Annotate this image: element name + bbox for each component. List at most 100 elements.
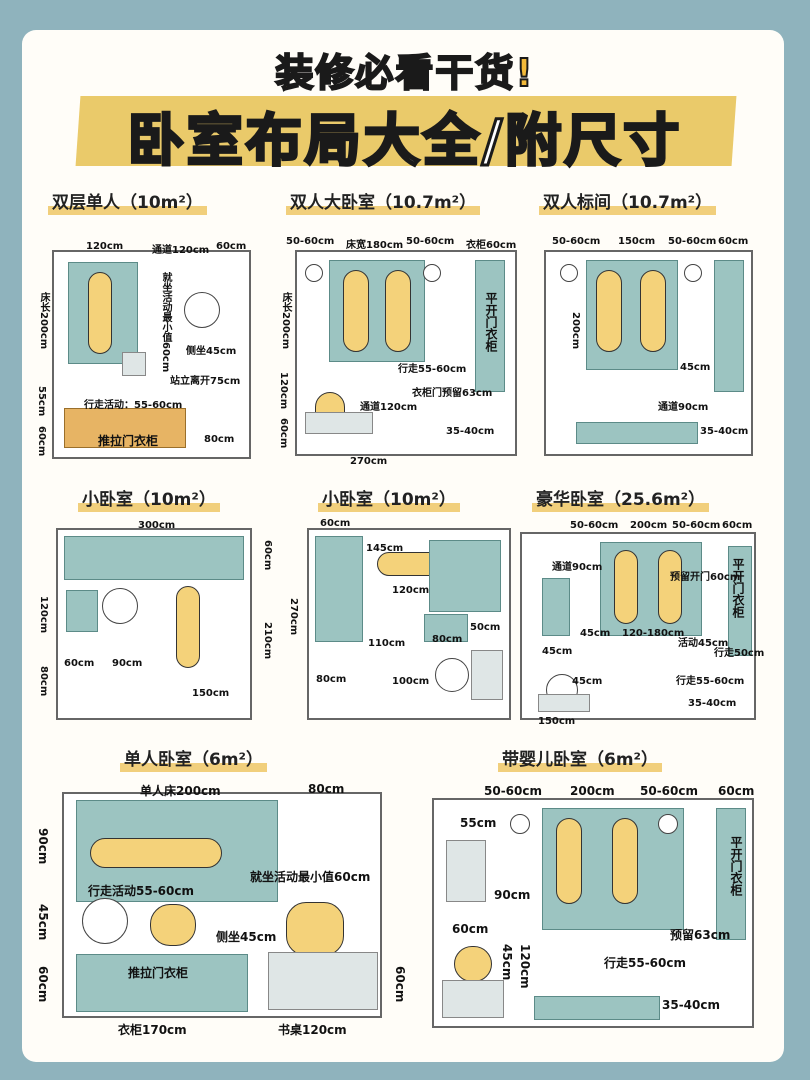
dim: 50-60cm xyxy=(286,236,335,247)
dim: 通道90cm xyxy=(658,402,709,413)
dim: 书桌120cm xyxy=(278,1023,347,1037)
dim: 活动45cm xyxy=(678,638,729,649)
person-icon xyxy=(614,550,638,624)
dim: 床长200cm xyxy=(280,292,291,350)
person-icon xyxy=(90,838,222,868)
dim: 床长200cm xyxy=(38,292,49,350)
wardrobe xyxy=(728,546,752,656)
wardrobe xyxy=(76,954,248,1012)
panel8-title: 带婴儿卧室（6m²） xyxy=(498,745,662,772)
dim: 270cm xyxy=(288,598,299,636)
dim: 60cm xyxy=(452,922,489,936)
panel1-title: 双层单人（10m²） xyxy=(48,188,207,215)
dim: 50-60cm xyxy=(406,236,455,247)
desk xyxy=(268,952,378,1010)
dim: 45cm xyxy=(580,628,611,639)
person-icon xyxy=(612,818,638,904)
person-icon xyxy=(343,270,369,352)
dim: 就坐活动最小值60cm xyxy=(250,870,371,884)
wardrobe-label: 推拉门衣柜 xyxy=(98,434,159,448)
dim: 50-60cm xyxy=(672,520,721,531)
dim: 行走活动：55-60cm xyxy=(84,400,183,411)
lamp-icon xyxy=(510,814,530,834)
wardrobe xyxy=(716,808,746,940)
person-icon xyxy=(385,270,411,352)
dim: 55cm xyxy=(460,816,497,830)
bed xyxy=(429,540,501,612)
dim: 300cm xyxy=(138,520,176,531)
wardrobe-label: 平开门衣柜 xyxy=(729,836,743,896)
dim: 60cm xyxy=(36,426,47,457)
dim: 通道120cm xyxy=(152,245,210,256)
dim: 80cm xyxy=(308,782,345,796)
dim: 35-40cm xyxy=(688,698,737,709)
person-icon xyxy=(640,270,666,352)
dim: 床宽180cm xyxy=(346,240,404,251)
stool-icon xyxy=(82,898,128,944)
dim: 150cm xyxy=(618,236,656,247)
dim: 60cm xyxy=(36,966,50,1003)
desk xyxy=(305,412,373,434)
dim: 80cm xyxy=(38,666,49,697)
dim: 站立离开75cm xyxy=(170,376,241,387)
dim: 行走50cm xyxy=(714,648,765,659)
dim: 45cm xyxy=(680,362,711,373)
panel1-plan xyxy=(52,250,251,459)
dim: 60cm xyxy=(278,418,289,449)
panel2-plan xyxy=(295,250,517,456)
dim: 60cm xyxy=(722,520,753,531)
panel3-plan xyxy=(544,250,753,456)
dim: 120cm xyxy=(392,585,430,596)
dim: 200cm xyxy=(570,312,581,350)
wardrobe xyxy=(714,260,744,392)
dim: 50-60cm xyxy=(640,784,698,798)
lamp-icon xyxy=(305,264,323,282)
person-icon xyxy=(454,946,492,982)
dim: 100cm xyxy=(392,676,430,687)
chair-icon xyxy=(184,292,220,328)
crib xyxy=(446,840,486,902)
dim: 就坐活动最小值60cm xyxy=(160,272,171,373)
dim: 60cm xyxy=(393,966,407,1003)
dim: 80cm xyxy=(432,634,463,645)
sofa xyxy=(542,578,570,636)
dim: 行走活动55-60cm xyxy=(88,884,194,898)
dim: 80cm xyxy=(204,434,235,445)
dresser xyxy=(534,996,660,1020)
dim: 120cm xyxy=(518,944,532,989)
dim: 侧坐45cm xyxy=(186,346,237,357)
wardrobe-label: 平开门衣柜 xyxy=(731,558,745,618)
dim: 120cm xyxy=(278,372,289,410)
lamp-icon xyxy=(658,814,678,834)
panel6-title: 豪华卧室（25.6m²） xyxy=(532,485,710,512)
dim: 通道120cm xyxy=(360,402,418,413)
dim: 60cm xyxy=(262,540,273,571)
dim: 50-60cm xyxy=(668,236,717,247)
page-title: 卧室布局大全/附尺寸 xyxy=(126,108,683,176)
dim: 150cm xyxy=(192,688,230,699)
dim: 50-60cm xyxy=(552,236,601,247)
panel8-plan xyxy=(432,798,754,1028)
dim: 35-40cm xyxy=(446,426,495,437)
dim: 60cm xyxy=(320,518,351,529)
chair-icon xyxy=(435,658,469,692)
dim: 行走55-60cm xyxy=(398,364,467,375)
panel4-plan xyxy=(56,528,252,720)
dim: 200cm xyxy=(570,784,615,798)
dim: 60cm xyxy=(216,241,247,252)
desk xyxy=(576,422,698,444)
dim: 预留开门60cm xyxy=(670,572,741,583)
person-icon xyxy=(88,272,112,354)
dim: 45cm xyxy=(36,904,50,941)
dim: 270cm xyxy=(350,456,388,467)
dim: 行走55-60cm xyxy=(604,956,686,970)
dim: 90cm xyxy=(36,828,50,865)
person-icon xyxy=(150,904,196,946)
dim: 80cm xyxy=(316,674,347,685)
dim: 60cm xyxy=(718,784,755,798)
dim: 120cm xyxy=(38,596,49,634)
lamp-icon xyxy=(560,264,578,282)
dim: 60cm xyxy=(718,236,749,247)
dim: 210cm xyxy=(262,622,273,660)
panel5-plan xyxy=(307,528,511,720)
